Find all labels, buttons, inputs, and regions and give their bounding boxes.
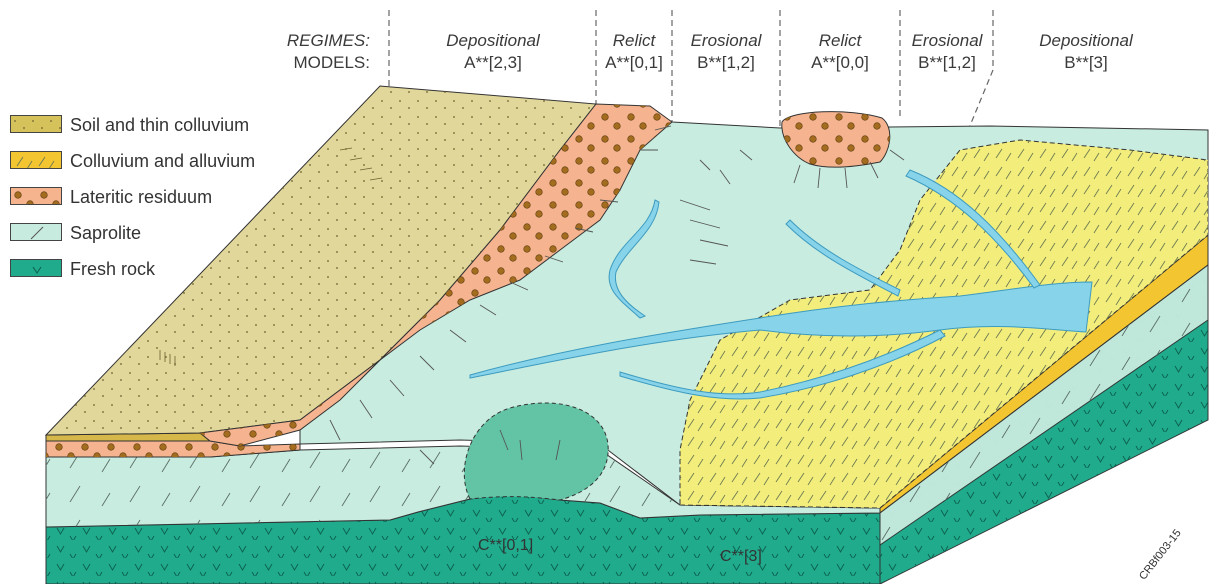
header-column-relict-left: Relict A**[0,1] (598, 30, 670, 74)
regime-label: Erosional (902, 30, 992, 52)
legend-item-saprolite: Saprolite (10, 222, 320, 244)
regimes-label: REGIMES: (200, 30, 370, 52)
legend-item-laterite: Lateritic residuum (10, 186, 320, 208)
header-lead: REGIMES: MODELS: (200, 30, 370, 74)
header-column-depositional-right: Depositional B**[3] (996, 30, 1176, 74)
regime-label: Relict (782, 30, 898, 52)
legend-label: Colluvium and alluvium (70, 150, 255, 172)
legend-label: Soil and thin colluvium (70, 114, 249, 136)
header-column-relict-right: Relict A**[0,0] (782, 30, 898, 74)
fresh-rock-swatch-icon (10, 259, 62, 277)
model-label: B**[3] (996, 52, 1176, 74)
legend-item-soil: Soil and thin colluvium (10, 114, 320, 136)
colluvium-swatch-icon (10, 151, 62, 169)
regime-label: Relict (598, 30, 670, 52)
fresh-rock-label-left: C**[0,1] (478, 537, 533, 555)
header-column-depositional-left: Depositional A**[2,3] (398, 30, 588, 74)
legend-label: Fresh rock (70, 258, 155, 280)
model-label: A**[2,3] (398, 52, 588, 74)
legend-item-colluvium: Colluvium and alluvium (10, 150, 320, 172)
fresh-rock-label-right: C**[3] (720, 548, 762, 566)
model-label: A**[0,0] (782, 52, 898, 74)
regime-label: Erosional (674, 30, 778, 52)
legend-item-fresh-rock: Fresh rock (10, 258, 320, 280)
header-column-erosional-right: Erosional B**[1,2] (902, 30, 992, 74)
model-label: B**[1,2] (674, 52, 778, 74)
legend-label: Saprolite (70, 222, 141, 244)
soil-swatch-icon (10, 115, 62, 133)
header-column-erosional-left: Erosional B**[1,2] (674, 30, 778, 74)
laterite-swatch-icon (10, 187, 62, 205)
model-label: B**[1,2] (902, 52, 992, 74)
regime-label: Depositional (398, 30, 588, 52)
regime-label: Depositional (996, 30, 1176, 52)
saprolite-swatch-icon (10, 223, 62, 241)
models-label: MODELS: (200, 52, 370, 74)
legend-label: Lateritic residuum (70, 186, 212, 208)
model-label: A**[0,1] (598, 52, 670, 74)
